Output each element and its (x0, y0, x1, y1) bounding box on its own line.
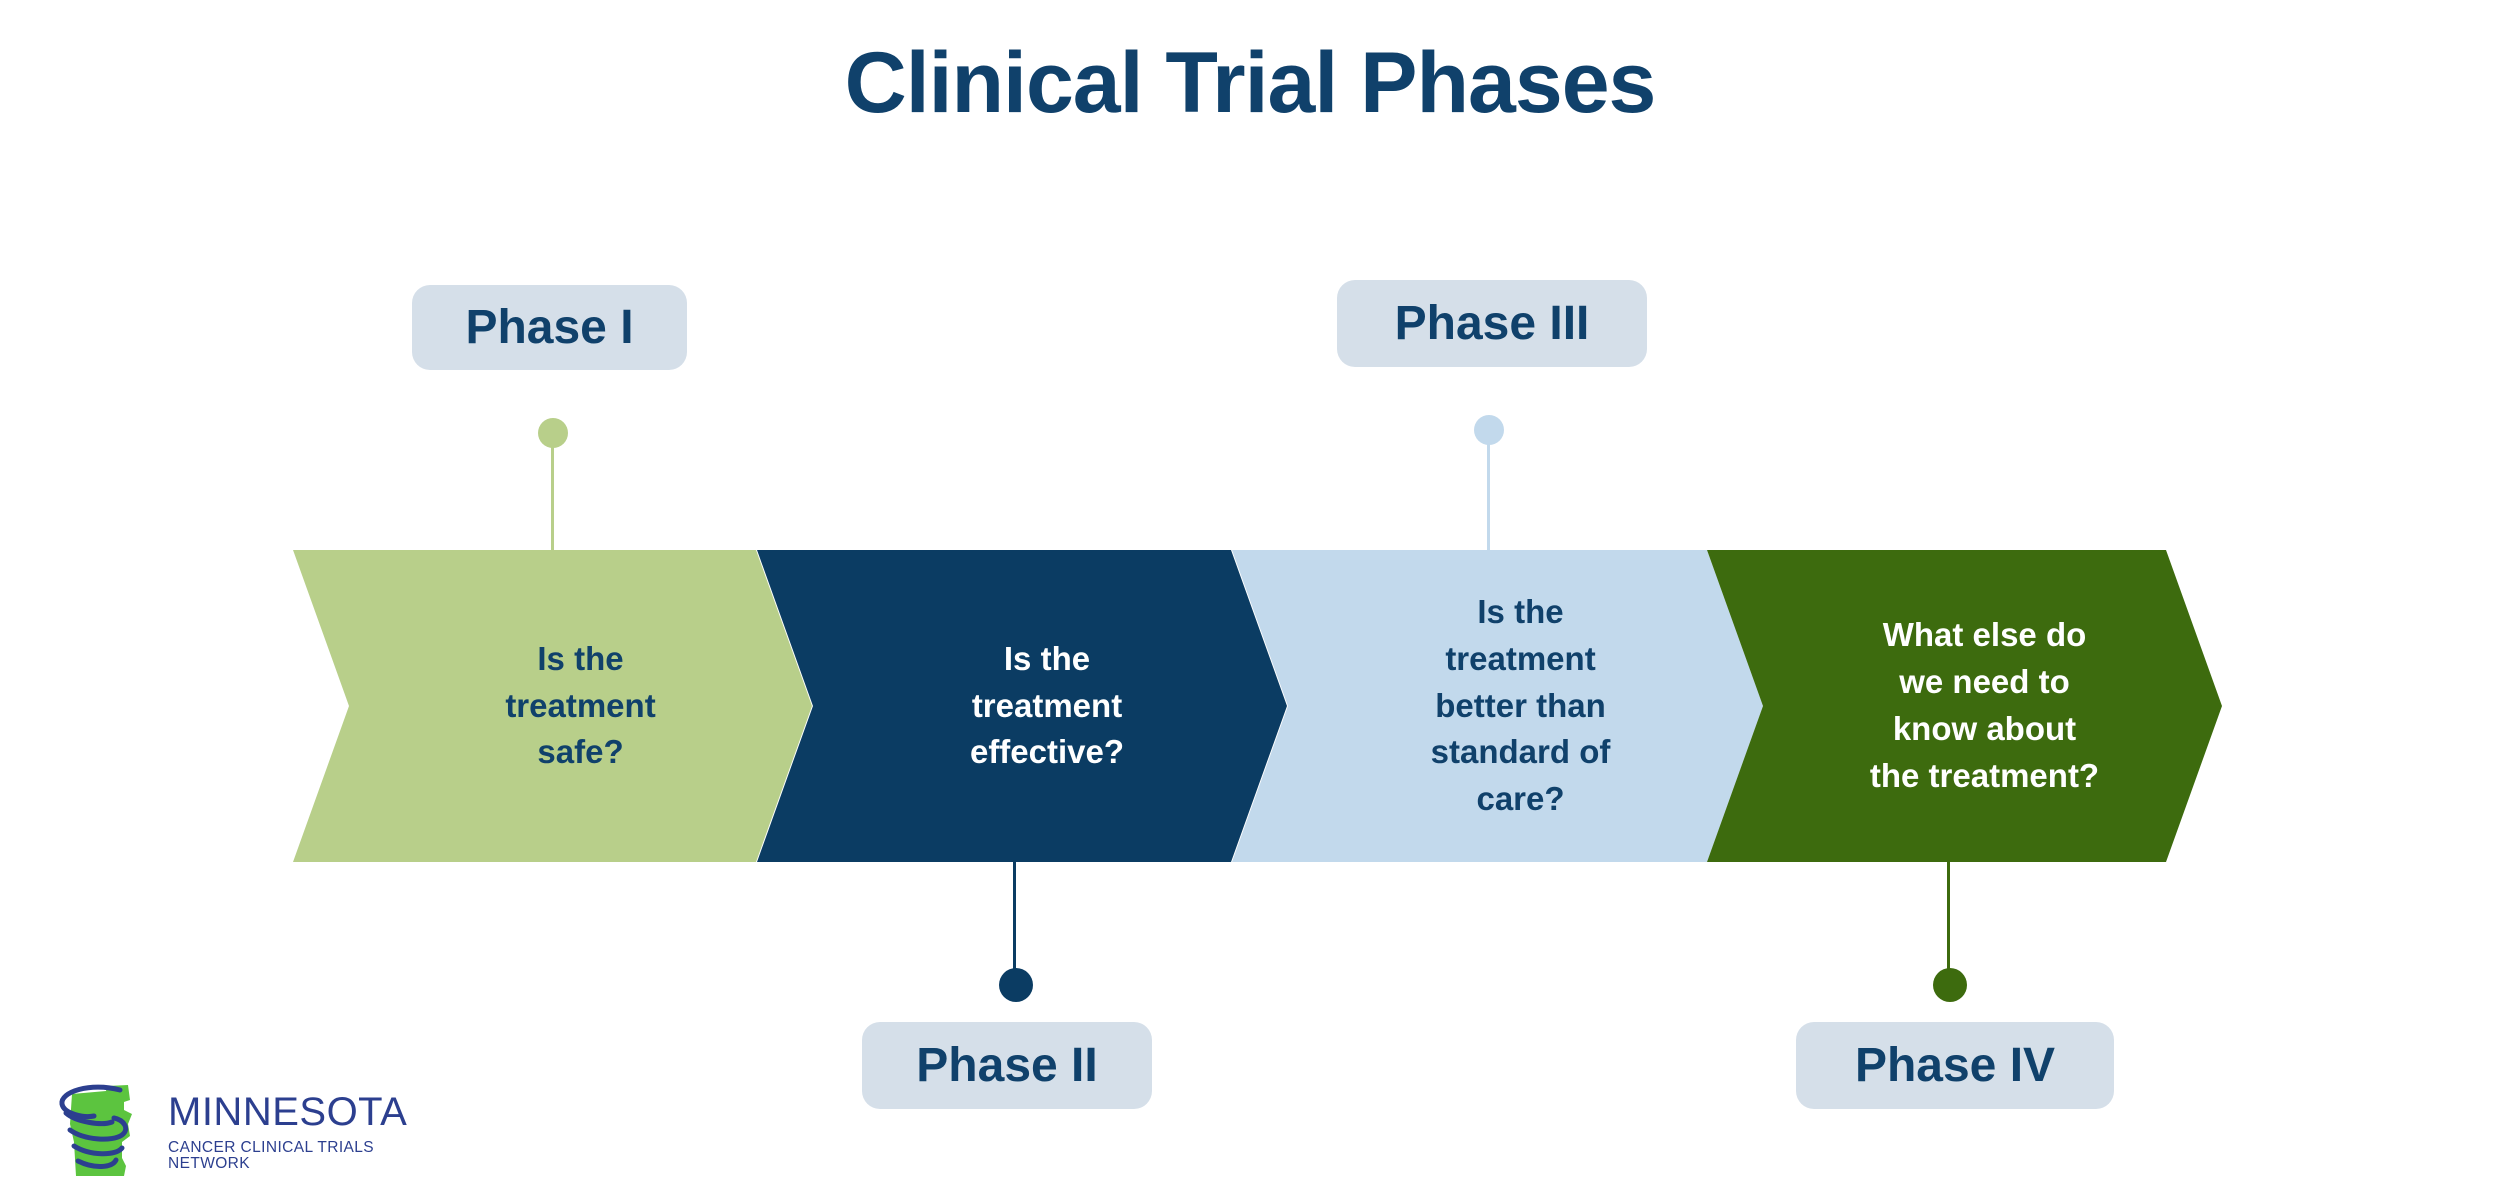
phase-chevron-1[interactable]: Is the treatment safe? (293, 550, 812, 862)
phase-badge-2[interactable]: Phase II (862, 1022, 1152, 1109)
phase-question-2: Is the treatment effective? (969, 639, 1125, 771)
phase-chevron-row: Is the treatment safe? Is the treatment … (0, 550, 2500, 862)
phase-badge-1[interactable]: Phase I (412, 285, 687, 370)
phase-question-1: Is the treatment safe? (505, 639, 656, 771)
logo-wordmark: MINNESOTA CANCER CLINICAL TRIALS NETWORK (168, 1092, 420, 1171)
connector-line-phase-4 (1947, 855, 1950, 980)
connector-line-phase-2 (1013, 855, 1016, 980)
connector-dot-phase-4 (1933, 968, 1967, 1002)
phase-badge-4[interactable]: Phase IV (1796, 1022, 2114, 1109)
logo-name: MINNESOTA (168, 1090, 408, 1134)
phase-chevron-2[interactable]: Is the treatment effective? (757, 550, 1287, 862)
phase-question-3: Is the treatment better than standard of… (1430, 592, 1611, 818)
minnesota-state-icon (50, 1080, 160, 1185)
connector-line-phase-1 (551, 445, 554, 560)
logo-tagline: CANCER CLINICAL TRIALS NETWORK (168, 1139, 375, 1172)
organization-logo[interactable]: MINNESOTA CANCER CLINICAL TRIALS NETWORK (50, 1080, 420, 1185)
page-title: Clinical Trial Phases (844, 35, 1657, 131)
connector-dot-phase-3 (1474, 415, 1504, 445)
connector-dot-phase-2 (999, 968, 1033, 1002)
connector-dot-phase-1 (538, 418, 568, 448)
connector-line-phase-3 (1487, 442, 1490, 560)
phase-badge-3[interactable]: Phase III (1337, 280, 1647, 367)
phase-chevron-4[interactable]: What else do we need to know about the t… (1707, 550, 2222, 862)
phase-chevron-3[interactable]: Is the treatment better than standard of… (1232, 550, 1763, 862)
phase-question-4: What else do we need to know about the t… (1869, 616, 2100, 794)
